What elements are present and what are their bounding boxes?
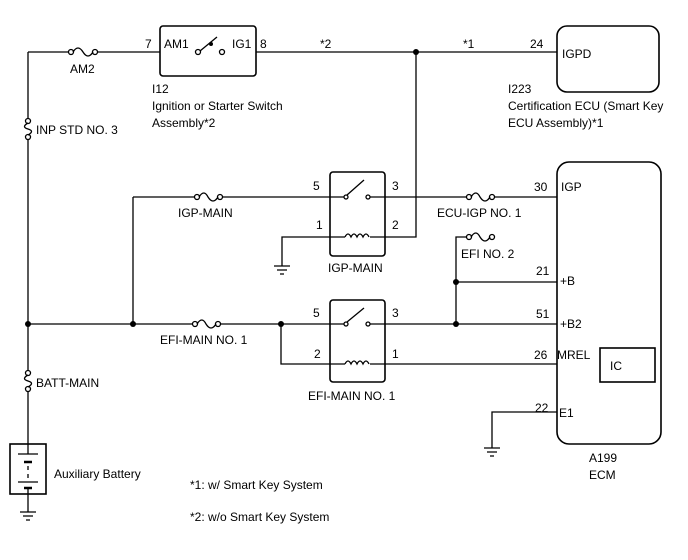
ign-term-am1: AM1 <box>164 37 189 51</box>
fuse-efi2-label: EFI NO. 2 <box>461 247 515 261</box>
fuse-ecu-igp1-symbol <box>465 192 496 202</box>
cert-ecu-name-1: Certification ECU (Smart Key <box>508 99 663 113</box>
efi-relay-pin-5: 5 <box>313 306 320 320</box>
ecm-ic-label: IC <box>610 359 622 373</box>
ign-term-ig1: IG1 <box>232 37 252 51</box>
fuse-batt-main-label: BATT-MAIN <box>36 376 99 390</box>
ecm-term-mrel: MREL <box>557 348 591 362</box>
note-2: *2: w/o Smart Key System <box>190 510 329 524</box>
ignition-switch <box>159 25 257 77</box>
cert-ecu-pin-24: 24 <box>530 37 544 51</box>
efi-relay-pin-1: 1 <box>392 347 399 361</box>
ecm-term-plus-b2: +B2 <box>560 317 582 331</box>
cert-ecu-term-igpd: IGPD <box>562 47 592 61</box>
efi-relay-pin-3: 3 <box>392 306 399 320</box>
certification-ecu-box <box>556 25 660 93</box>
ecm-term-plus-b: +B <box>560 274 575 288</box>
battery-label: Auxiliary Battery <box>54 467 141 481</box>
wire-note-star2: *2 <box>320 37 332 51</box>
ign-switch-name-2: Assembly*2 <box>152 116 216 130</box>
igp-relay-label: IGP-MAIN <box>328 261 383 275</box>
ign-pin-7: 7 <box>145 37 152 51</box>
igp-relay-pin-1: 1 <box>316 218 323 232</box>
wire-note-star1: *1 <box>463 37 475 51</box>
fuse-efi-main1-symbol <box>191 319 222 329</box>
ign-switch-code: I12 <box>152 82 169 96</box>
cert-ecu-name-2: ECU Assembly)*1 <box>508 116 604 130</box>
igp-main-relay <box>329 171 386 257</box>
ecm-term-igp: IGP <box>561 180 582 194</box>
ign-switch-name-1: Ignition or Starter Switch <box>152 99 283 113</box>
ecm-term-e1: E1 <box>559 406 574 420</box>
ecm-pin-21: 21 <box>536 264 550 278</box>
efi-relay-pin-2: 2 <box>314 347 321 361</box>
ecm-ic-box <box>599 347 656 383</box>
ecm-pin-30: 30 <box>534 180 548 194</box>
battery-symbol <box>9 443 47 495</box>
ecm-pin-22: 22 <box>535 401 549 415</box>
fuse-efi-main1-label: EFI-MAIN NO. 1 <box>160 333 248 347</box>
ecm-pin-26: 26 <box>534 348 548 362</box>
fuse-am2-symbol <box>67 47 99 57</box>
igp-relay-pin-3: 3 <box>392 179 399 193</box>
fuse-am2-label: AM2 <box>70 62 95 76</box>
ecm-code: A199 <box>589 451 617 465</box>
ecm-pin-51: 51 <box>536 307 550 321</box>
fuse-batt-main-symbol <box>23 369 33 393</box>
efi-main-relay <box>329 299 386 383</box>
junction-dots <box>25 49 621 327</box>
fuse-ecu-igp1-label: ECU-IGP NO. 1 <box>437 206 522 220</box>
cert-ecu-code: I223 <box>508 82 532 96</box>
efi-relay-label: EFI-MAIN NO. 1 <box>308 389 396 403</box>
igp-relay-pin-5: 5 <box>313 179 320 193</box>
fuse-inp-std3-symbol <box>23 117 33 141</box>
fuse-inp-std3-label: INP STD NO. 3 <box>36 123 118 137</box>
ign-pin-8: 8 <box>260 37 267 51</box>
ecm-box <box>556 161 662 445</box>
igp-relay-pin-2: 2 <box>392 218 399 232</box>
ecm-name: ECM <box>589 468 616 482</box>
note-1: *1: w/ Smart Key System <box>190 478 323 492</box>
fuse-efi2-symbol <box>465 232 496 242</box>
fuse-igp-main-label: IGP-MAIN <box>178 206 233 220</box>
fuse-igp-main-symbol <box>193 192 224 202</box>
